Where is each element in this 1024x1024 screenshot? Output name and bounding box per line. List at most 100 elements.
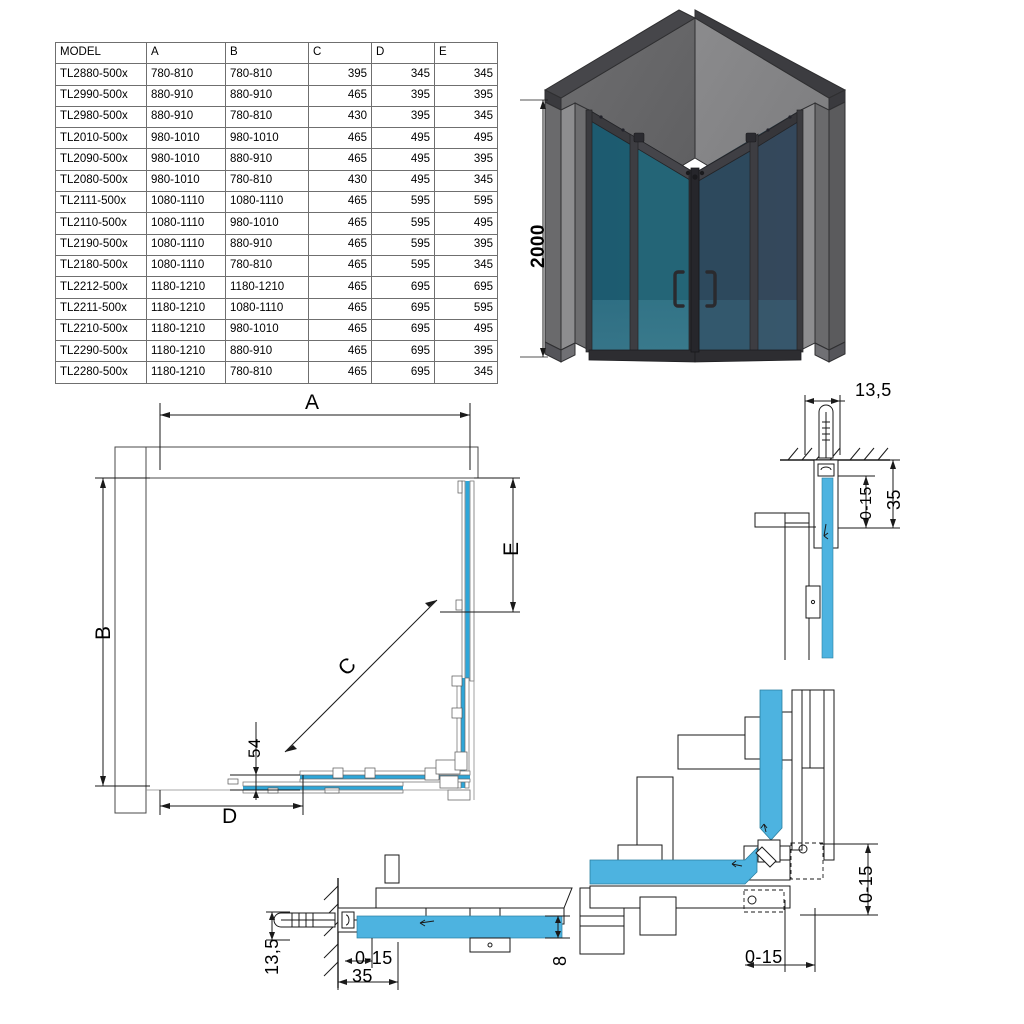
table-cell-b: 980-1010 — [225, 318, 309, 342]
table-cell-model: TL2990-500x — [55, 84, 147, 107]
table-cell-a: 1080-1110 — [146, 191, 226, 214]
table-cell-d: 695 — [371, 318, 435, 342]
table-cell-e: 495 — [434, 127, 498, 150]
plan-dim-e-label: E — [500, 541, 523, 556]
table-cell-a: 1180-1210 — [146, 318, 226, 342]
table-cell-model: TL2110-500x — [55, 212, 147, 235]
table-cell-a: 1080-1110 — [146, 254, 226, 278]
table-cell-c: 465 — [308, 148, 372, 171]
table-cell-b: 880-910 — [225, 148, 309, 171]
table-cell-e: 595 — [434, 297, 498, 320]
table-cell-c: 465 — [308, 361, 372, 384]
detail-bc-adjust-label: 0-15 — [355, 948, 393, 968]
table-cell-model: TL2111-500x — [55, 191, 147, 214]
table-cell-e: 595 — [434, 191, 498, 214]
table-cell-model: TL2212-500x — [55, 276, 147, 299]
table-cell-b: 880-910 — [225, 84, 309, 107]
table-cell-a: 1180-1210 — [146, 297, 226, 320]
table-cell-b: 780-810 — [225, 63, 309, 86]
table-cell-d: 495 — [371, 127, 435, 150]
table-cell-b: 1080-1110 — [225, 297, 309, 320]
table-cell-d: 395 — [371, 105, 435, 129]
table-cell-c: 465 — [308, 297, 372, 320]
detail-br-adjust-v-label: 0-15 — [856, 865, 876, 903]
table-cell-c: 465 — [308, 84, 372, 107]
table-cell-e: 345 — [434, 169, 498, 193]
table-cell-d: 695 — [371, 297, 435, 320]
table-cell-d: 345 — [371, 63, 435, 86]
detail-bc-wall-label: 13,5 — [262, 938, 282, 975]
table-header-b: B — [225, 41, 309, 65]
table-cell-e: 345 — [434, 105, 498, 129]
table-cell-a: 880-910 — [146, 84, 226, 107]
table-cell-d: 595 — [371, 191, 435, 214]
plan-dim-c-label: C — [333, 653, 362, 681]
table-cell-d: 395 — [371, 84, 435, 107]
table-cell-model: TL2211-500x — [55, 297, 147, 320]
table-cell-c: 395 — [308, 63, 372, 86]
table-cell-b: 980-1010 — [225, 127, 309, 150]
table-header-c: C — [308, 41, 372, 65]
table-cell-e: 495 — [434, 212, 498, 235]
table-cell-b: 780-810 — [225, 105, 309, 129]
table-cell-c: 465 — [308, 127, 372, 150]
plan-dim-d-label: D — [222, 805, 238, 828]
table-cell-d: 595 — [371, 212, 435, 235]
table-cell-d: 495 — [371, 169, 435, 193]
detail-br-adjust-h-label: 0-15 — [745, 947, 783, 967]
table-cell-model: TL2210-500x — [55, 318, 147, 342]
table-cell-c: 465 — [308, 254, 372, 278]
table-cell-model: TL2080-500x — [55, 169, 147, 193]
table-cell-model: TL2180-500x — [55, 254, 147, 278]
table-cell-d: 595 — [371, 233, 435, 256]
plan-dim-b-label: B — [92, 625, 115, 640]
table-cell-b: 1080-1110 — [225, 191, 309, 214]
table-cell-b: 1180-1210 — [225, 276, 309, 299]
table-cell-a: 1180-1210 — [146, 361, 226, 384]
table-cell-b: 880-910 — [225, 233, 309, 256]
table-cell-e: 695 — [434, 276, 498, 299]
table-cell-b: 980-1010 — [225, 212, 309, 235]
table-cell-a: 980-1010 — [146, 127, 226, 150]
detail-tr-width-label: 13,5 — [855, 380, 892, 400]
table-cell-e: 395 — [434, 148, 498, 171]
table-cell-model: TL2090-500x — [55, 148, 147, 171]
table-cell-a: 980-1010 — [146, 148, 226, 171]
table-cell-c: 430 — [308, 169, 372, 193]
plan-dim-54-label: 54 — [245, 738, 264, 758]
detail-tr-adjust-label: 0-15 — [858, 486, 875, 520]
table-cell-a: 980-1010 — [146, 169, 226, 193]
table-cell-d: 695 — [371, 276, 435, 299]
table-header-a: A — [146, 41, 226, 65]
table-cell-d: 495 — [371, 148, 435, 171]
table-cell-e: 345 — [434, 361, 498, 384]
table-cell-c: 465 — [308, 276, 372, 299]
table-cell-e: 345 — [434, 63, 498, 86]
table-cell-model: TL2880-500x — [55, 63, 147, 86]
table-cell-model: TL2980-500x — [55, 105, 147, 129]
table-cell-model: TL2010-500x — [55, 127, 147, 150]
table-cell-a: 1080-1110 — [146, 233, 226, 256]
table-header-model: MODEL — [55, 41, 147, 65]
table-header-e: E — [434, 41, 498, 65]
table-cell-b: 780-810 — [225, 361, 309, 384]
table-cell-d: 695 — [371, 340, 435, 363]
table-cell-c: 465 — [308, 191, 372, 214]
table-cell-c: 465 — [308, 340, 372, 363]
table-cell-c: 430 — [308, 105, 372, 129]
iso-height-dimension-label: 2000 — [528, 224, 549, 268]
table-cell-d: 595 — [371, 254, 435, 278]
